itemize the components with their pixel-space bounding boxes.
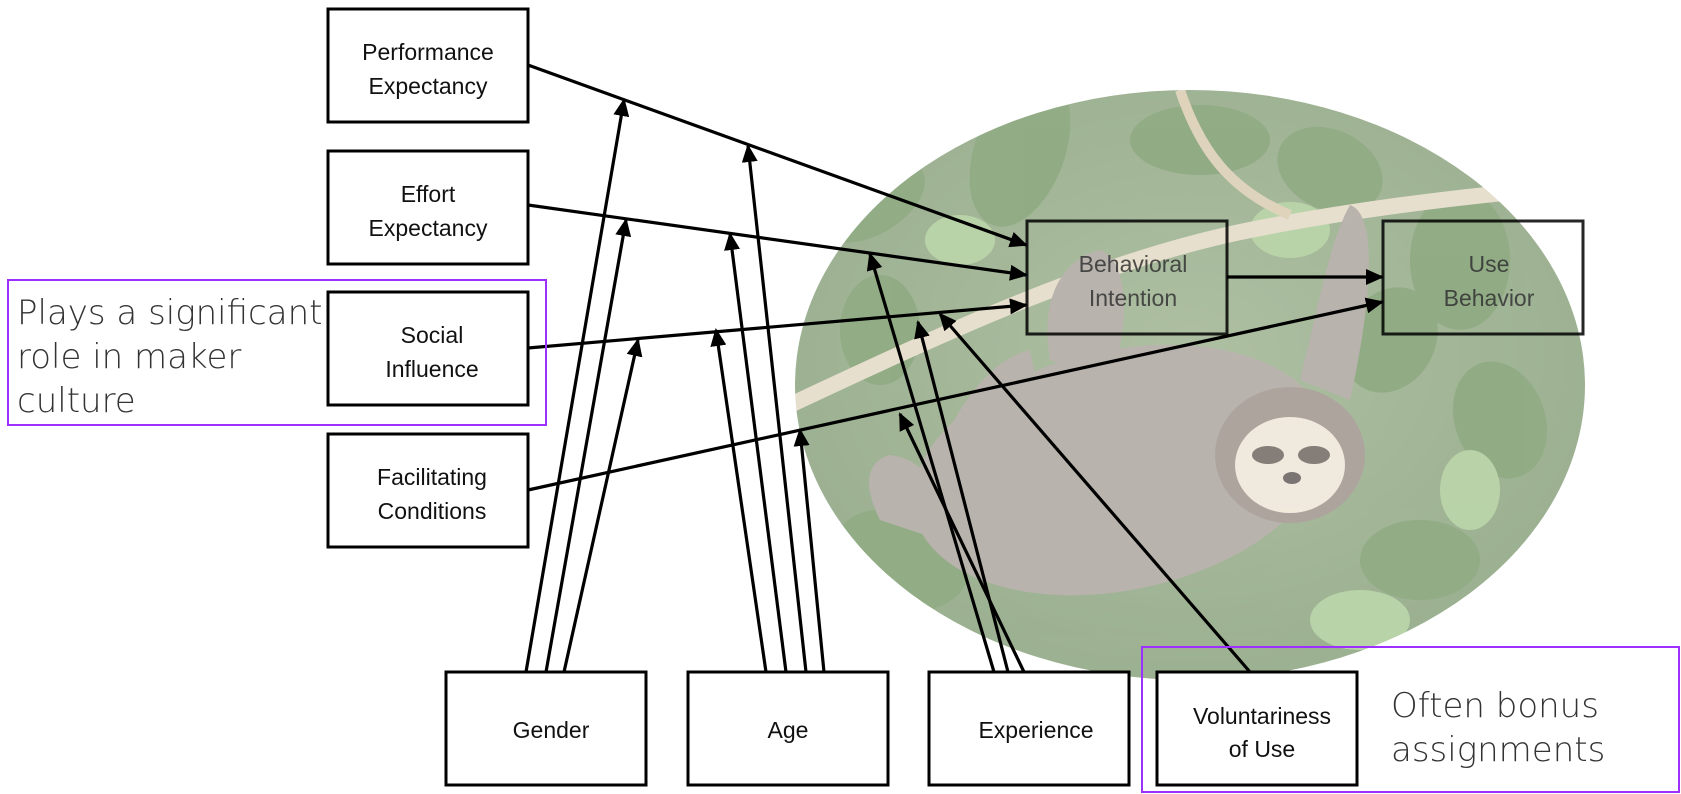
use-behavior-line2: Behavior — [1444, 285, 1535, 311]
age-box: Age — [688, 672, 888, 785]
voluntariness-note-line1: Often bonus — [1391, 684, 1678, 728]
effort-expectancy-box: Effort Expectancy — [328, 151, 528, 264]
social-note-line2: role in maker — [17, 335, 545, 379]
performance-expectancy-box: Performance Expectancy — [328, 9, 528, 122]
use-behavior-line1: Use — [1469, 251, 1510, 277]
voluntariness-annotation: Often bonus assignments — [1141, 646, 1680, 793]
effort-expectancy-line2: Expectancy — [369, 215, 488, 241]
age-label: Age — [768, 717, 809, 743]
performance-expectancy-line2: Expectancy — [369, 73, 488, 99]
social-note-line1: Plays a significant — [17, 291, 545, 335]
facilitating-conditions-box: Facilitating Conditions — [328, 434, 528, 547]
social-note-line3: culture — [17, 379, 545, 423]
performance-expectancy-line1: Performance — [362, 39, 494, 65]
behavioral-intention-line1: Behavioral — [1079, 251, 1188, 277]
arrow-age-si — [716, 330, 766, 672]
behavioral-intention-line2: Intention — [1089, 285, 1177, 311]
facilitating-conditions-line1: Facilitating — [377, 464, 487, 490]
voluntariness-note-line2: assignments — [1391, 728, 1678, 772]
experience-box: Experience — [929, 672, 1129, 785]
effort-expectancy-line1: Effort — [401, 181, 456, 207]
gender-label: Gender — [513, 717, 590, 743]
facilitating-conditions-line2: Conditions — [378, 498, 487, 524]
sloth-photo — [790, 59, 1590, 680]
social-influence-annotation: Plays a significant role in maker cultur… — [7, 279, 547, 426]
gender-box: Gender — [446, 672, 646, 785]
experience-label: Experience — [978, 717, 1093, 743]
